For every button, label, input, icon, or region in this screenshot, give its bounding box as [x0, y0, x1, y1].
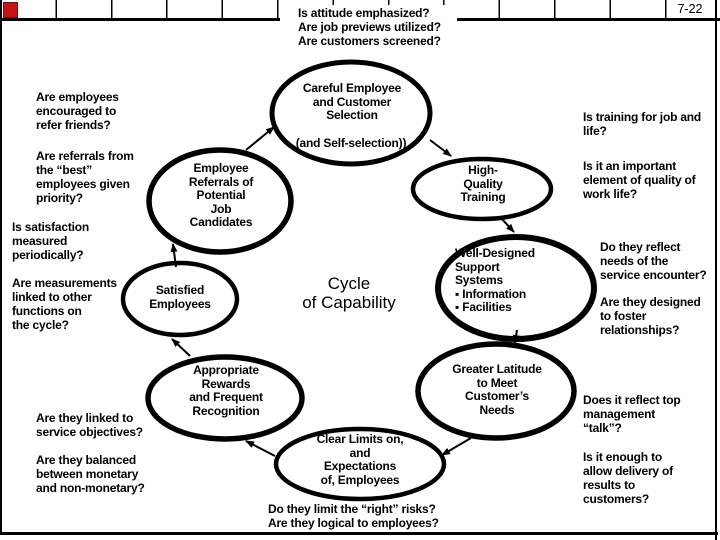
node-label-selection-note: (and Self-selection)) [295, 136, 407, 150]
left-border-line [0, 0, 2, 535]
bottom-border-line [0, 532, 718, 535]
ellipse-training [410, 156, 554, 222]
node-label-satisfied: Satisfied Employees [149, 283, 211, 311]
question-refer-friends: Are employees encouraged to refer friend… [36, 90, 119, 132]
arrow-selection-to-training [429, 139, 452, 157]
arrow-rewards-to-satisfied [171, 338, 191, 357]
arrow-training-to-support [499, 216, 515, 233]
ellipse-limits [273, 426, 447, 502]
arrow-latitude-to-limits [441, 437, 472, 456]
node-label-latitude: Greater Latitude to Meet Customer’s Need… [452, 362, 542, 417]
question-quality-work-life: Is it an important element of quality of… [583, 159, 696, 201]
question-limit-risks: Do they limit the “right” risks? Are the… [268, 502, 439, 530]
node-label-training: High- Quality Training [460, 163, 506, 204]
question-referrals-priority: Are referrals from the “best” employees … [36, 149, 134, 205]
ellipse-selection [269, 59, 433, 167]
question-attitude: Is attitude emphasized? Are job previews… [298, 6, 441, 48]
slide-number: 7-22 [677, 2, 703, 16]
question-foster-relationships: Are they designed to foster relationship… [600, 295, 701, 337]
ellipse-satisfied [120, 260, 240, 338]
question-satisfaction-measured: Is satisfaction measured periodically? [12, 220, 90, 262]
node-label-rewards: Appropriate Rewards and Frequent Recogni… [189, 363, 263, 418]
ellipse-latitude [415, 341, 577, 441]
node-label-referrals: Employee Referrals of Potential Job Cand… [188, 161, 254, 229]
arrow-referrals-to-selection [245, 126, 275, 151]
ellipse-referrals [146, 147, 294, 255]
red-accent-square [3, 2, 18, 18]
right-border-line [715, 0, 717, 540]
node-label-support: Well-Designed Support Systems ▪ Informat… [455, 246, 535, 314]
arrow-limits-to-rewards [245, 440, 276, 457]
question-reflect-needs: Do they reflect needs of the service enc… [600, 240, 707, 282]
question-linked-objectives: Are they linked to service objectives? [36, 411, 143, 439]
node-label-selection: Careful Employee and Customer Selection [302, 81, 402, 122]
arrow-satisfied-to-referrals [170, 243, 178, 268]
question-delivery-results: Is it enough to allow delivery of result… [583, 450, 673, 506]
ellipse-rewards [145, 354, 305, 442]
question-monetary-balance: Are they balanced between monetary and n… [36, 453, 145, 495]
question-training-job-life: Is training for job and life? [583, 110, 702, 138]
question-measurements-linked: Are measurements linked to other functio… [12, 276, 117, 332]
question-management-talk: Does it reflect top management “talk”? [583, 393, 681, 435]
cycle-title: Cycle of Capability [302, 274, 396, 312]
node-label-limits: Clear Limits on, and Expectations of, Em… [316, 432, 404, 487]
arrow-support-to-latitude [512, 329, 520, 344]
top-questions-background [280, 5, 457, 56]
